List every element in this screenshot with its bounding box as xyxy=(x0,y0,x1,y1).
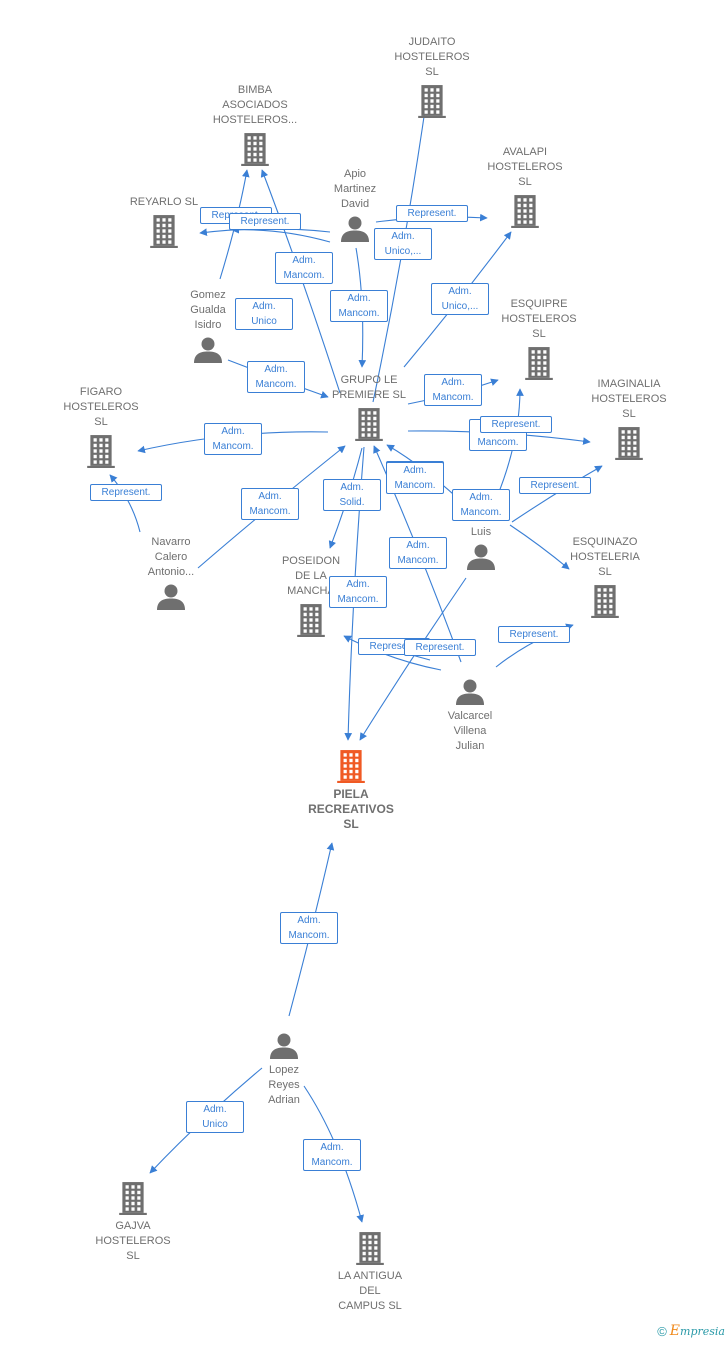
edge-label-lopez-piela[interactable]: Adm. Mancom. xyxy=(280,912,338,944)
edge-label-grupo-piela[interactable]: Adm. Mancom. xyxy=(329,576,387,608)
brand-name: Empresia xyxy=(670,1323,725,1339)
company-node-bimba[interactable]: BIMBA ASOCIADOS HOSTELEROS... xyxy=(185,83,325,166)
edge-label-gomez-grupo[interactable]: Adm. Mancom. xyxy=(247,361,305,393)
edge-label-grupo-poseidon[interactable]: Adm. Solid. xyxy=(323,479,381,511)
node-label: IMAGINALIA HOSTELEROS SL xyxy=(591,378,667,420)
edge-label-luis-imaginalia[interactable]: Represent. xyxy=(519,477,591,494)
edge-label-grupo-avalapi[interactable]: Adm. Unico,... xyxy=(431,283,489,315)
building-icon xyxy=(87,435,115,468)
person-node-apio[interactable]: Apio Martinez David xyxy=(285,167,425,242)
node-label: BIMBA ASOCIADOS HOSTELEROS... xyxy=(212,84,298,126)
edge-navarro-figaro xyxy=(109,474,141,533)
brand-initial: E xyxy=(669,1323,681,1339)
building-icon xyxy=(337,750,365,783)
building-icon xyxy=(297,604,325,637)
node-label: ESQUIPRE HOSTELEROS SL xyxy=(501,298,577,340)
company-node-gajva[interactable]: GAJVA HOSTELEROS SL xyxy=(63,1181,203,1264)
brand-rest: mpresia xyxy=(680,1325,725,1338)
company-node-reyarlo[interactable]: REYARLO SL xyxy=(94,195,234,248)
person-node-valcarcel[interactable]: Valcarcel Villena Julian xyxy=(400,679,540,754)
edge-label-navarro-figaro[interactable]: Represent. xyxy=(90,484,162,501)
node-label: GRUPO LE PREMIERE SL xyxy=(332,374,406,401)
edge-label-apio-grupo[interactable]: Adm. Mancom. xyxy=(330,290,388,322)
edge-label-luis-esquipre[interactable]: Represent. xyxy=(480,416,552,433)
person-icon xyxy=(456,679,484,705)
edge-label-grupo-bimba[interactable]: Adm. Mancom. xyxy=(275,252,333,284)
node-label: ESQUINAZO HOSTELERIA SL xyxy=(570,536,640,578)
person-icon xyxy=(467,544,495,570)
person-node-navarro[interactable]: Navarro Calero Antonio... xyxy=(101,535,241,610)
company-node-imaginalia[interactable]: IMAGINALIA HOSTELEROS SL xyxy=(559,377,699,460)
edge-label-navarro-grupo[interactable]: Adm. Mancom. xyxy=(241,488,299,520)
edge-label-lopez-gajva[interactable]: Adm. Unico xyxy=(186,1101,244,1133)
company-node-esquinazo[interactable]: ESQUINAZO HOSTELERIA SL xyxy=(535,535,675,618)
building-icon xyxy=(355,408,383,441)
company-node-grupo[interactable]: GRUPO LE PREMIERE SL xyxy=(299,373,439,441)
node-label: Valcarcel Villena Julian xyxy=(447,710,493,752)
building-icon xyxy=(591,585,619,618)
empresia-brand[interactable]: © Empresia xyxy=(657,1323,725,1339)
building-icon xyxy=(150,215,178,248)
edge-valcarcel-poseidon xyxy=(343,635,442,671)
node-label: Lopez Reyes Adrian xyxy=(268,1064,300,1106)
node-label: REYARLO SL xyxy=(129,196,199,208)
node-label: AVALAPI HOSTELEROS SL xyxy=(487,146,563,188)
building-icon xyxy=(418,85,446,118)
edge-label-valcarcel-grupo[interactable]: Adm. Mancom. xyxy=(386,462,444,494)
company-node-avalapi[interactable]: AVALAPI HOSTELEROS SL xyxy=(455,145,595,228)
person-node-gomez[interactable]: Gomez Gualda Isidro xyxy=(138,288,278,363)
company-node-judaito[interactable]: JUDAITO HOSTELEROS SL xyxy=(362,35,502,118)
edge-luis-esquinazo xyxy=(509,524,570,570)
copyright-symbol: © xyxy=(657,1323,667,1339)
node-label: POSEIDON DE LA MANCHA xyxy=(281,555,341,597)
node-label: LA ANTIGUA DEL CAMPUS SL xyxy=(337,1270,403,1312)
company-node-antigua[interactable]: LA ANTIGUA DEL CAMPUS SL xyxy=(300,1231,440,1314)
building-icon xyxy=(241,133,269,166)
node-label: PIELA RECREATIVOS SL xyxy=(308,787,394,831)
company-node-esquipre[interactable]: ESQUIPRE HOSTELEROS SL xyxy=(469,297,609,380)
node-label: GAJVA HOSTELEROS SL xyxy=(95,1220,171,1262)
company-node-figaro[interactable]: FIGARO HOSTELEROS SL xyxy=(31,385,171,468)
edge-label-valcarcel-poseidon[interactable]: Represent. xyxy=(404,639,476,656)
edge-label-luis-piela[interactable]: Adm. Mancom. xyxy=(389,537,447,569)
edge-label-grupo-judaito[interactable]: Adm. Unico,... xyxy=(374,228,432,260)
building-icon xyxy=(511,195,539,228)
person-icon xyxy=(270,1033,298,1059)
building-icon xyxy=(119,1182,147,1215)
edge-label-gomez-bimba[interactable]: Adm. Unico xyxy=(235,298,293,330)
building-icon xyxy=(356,1232,384,1265)
company-node-piela[interactable]: PIELA RECREATIVOS SL xyxy=(281,749,421,832)
building-icon xyxy=(615,427,643,460)
edge-label-grupo-figaro[interactable]: Adm. Mancom. xyxy=(204,423,262,455)
person-icon xyxy=(194,337,222,363)
edge-luis-piela xyxy=(359,577,467,741)
node-label: Apio Martinez David xyxy=(333,168,377,210)
node-label: JUDAITO HOSTELEROS SL xyxy=(394,36,470,78)
edge-label-valcarcel-esquinazo[interactable]: Represent. xyxy=(498,626,570,643)
edge-label-apio-avalapi[interactable]: Represent. xyxy=(396,205,468,222)
building-icon xyxy=(525,347,553,380)
node-label: Navarro Calero Antonio... xyxy=(147,536,195,578)
edge-label-apio-reyarlo[interactable]: Represent. xyxy=(229,213,301,230)
person-icon xyxy=(341,216,369,242)
edge-label-grupo-esquipre[interactable]: Adm. Mancom. xyxy=(424,374,482,406)
edge-label-luis-esquinazo[interactable]: Adm. Mancom. xyxy=(452,489,510,521)
company-node-poseidon[interactable]: POSEIDON DE LA MANCHA xyxy=(241,554,381,637)
person-icon xyxy=(157,584,185,610)
node-label: FIGARO HOSTELEROS SL xyxy=(63,386,139,428)
edge-label-lopez-antigua[interactable]: Adm. Mancom. xyxy=(303,1139,361,1171)
node-label: Gomez Gualda Isidro xyxy=(190,289,226,331)
person-node-lopez[interactable]: Lopez Reyes Adrian xyxy=(214,1033,354,1108)
